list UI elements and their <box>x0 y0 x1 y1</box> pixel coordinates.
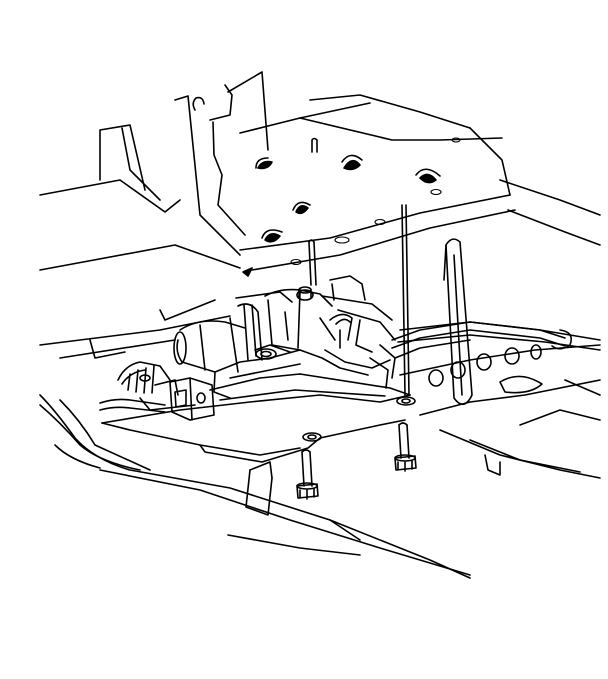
bolt-left <box>296 449 319 500</box>
rail-holes <box>428 344 543 394</box>
floor-holes <box>242 137 461 277</box>
top-stud <box>308 239 317 286</box>
long-stud <box>401 204 410 396</box>
bottom-floor-edge <box>39 404 141 471</box>
air-compressor <box>99 275 573 421</box>
bracket-mount-tabs <box>302 396 416 442</box>
mounting-bracket <box>101 373 411 516</box>
bolt-right <box>394 422 417 472</box>
upper-floor-panel <box>39 71 601 271</box>
vertical-slot-bracket <box>443 238 473 406</box>
